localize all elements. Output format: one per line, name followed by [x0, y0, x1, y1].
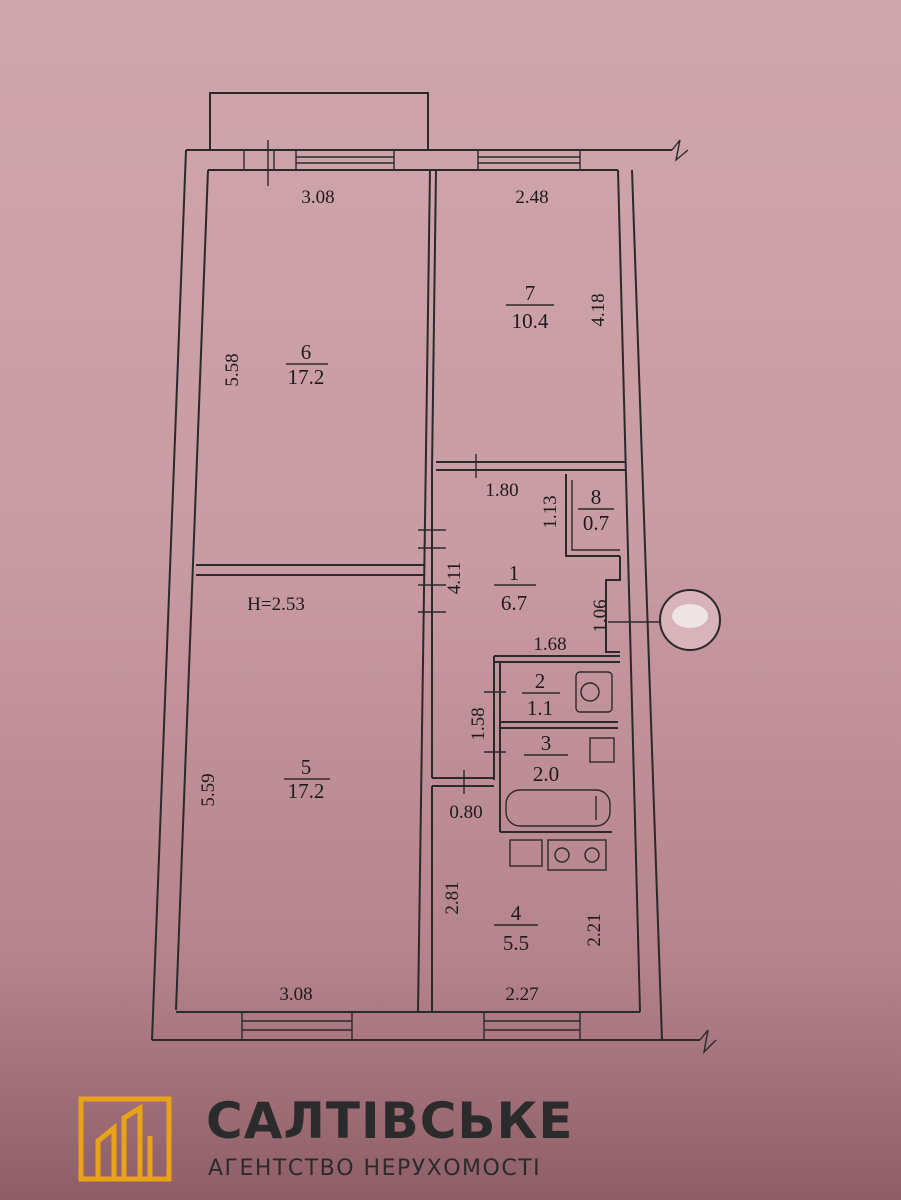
bathtub-icon	[505, 789, 611, 827]
building-logo-icon	[78, 1096, 172, 1182]
agency-branding: САЛТІВСЬКЕ АГЕНТСТВО НЕРУХОМОСТІ	[78, 1092, 698, 1187]
svg-text:5: 5	[301, 755, 312, 779]
dim-hall-right: 1.06	[590, 599, 611, 632]
svg-text:3: 3	[541, 731, 552, 755]
floor-plan: 6 17.2 7 10.4 8 0.7 1 6.7 2 1.1 3 2.0 5 …	[151, 92, 721, 1055]
svg-text:6: 6	[301, 340, 312, 364]
room-8-label: 8 0.7	[578, 485, 614, 535]
room-1-label: 1 6.7	[494, 561, 536, 615]
dim-kitchen-bottom: 2.27	[505, 984, 538, 1005]
svg-text:17.2: 17.2	[288, 779, 325, 803]
dim-r7-top: 2.48	[515, 187, 548, 208]
svg-text:6.7: 6.7	[501, 591, 527, 615]
room-2-label: 2 1.1	[522, 669, 560, 720]
kitchen-sink-icon	[509, 839, 543, 867]
agency-subtitle: АГЕНТСТВО НЕРУХОМОСТІ	[208, 1156, 542, 1181]
svg-text:1.1: 1.1	[527, 696, 553, 720]
svg-text:10.4: 10.4	[512, 309, 549, 333]
interior-walls	[196, 169, 626, 1013]
dim-r6-left: 5.58	[222, 353, 243, 386]
dim-bath-left: 1.58	[468, 707, 489, 740]
room-3-label: 3 2.0	[524, 731, 568, 786]
svg-text:2: 2	[535, 669, 546, 693]
agency-name: САЛТІВСЬКЕ	[206, 1092, 574, 1150]
room-5-label: 5 17.2	[284, 755, 330, 803]
svg-text:1: 1	[509, 561, 520, 585]
svg-text:8: 8	[591, 485, 602, 509]
dimension-labels: 3.08 5.58 2.48 4.18 1.80 1.13 4.11 1.06 …	[198, 187, 611, 1005]
stove-icon	[547, 839, 607, 871]
dim-r5-bottom: 3.08	[279, 984, 312, 1005]
svg-text:2.0: 2.0	[533, 762, 559, 786]
dim-hall-left: 4.11	[444, 562, 465, 595]
height-note: H=2.53	[247, 594, 305, 615]
dim-r5-left: 5.59	[198, 773, 219, 806]
room-6-label: 6 17.2	[286, 340, 328, 389]
dim-r8-side: 1.13	[540, 495, 561, 528]
dim-hall-bottom: 1.68	[533, 634, 566, 655]
svg-text:0.7: 0.7	[583, 511, 609, 535]
room-4-label: 4 5.5	[494, 901, 538, 955]
svg-text:7: 7	[525, 281, 536, 305]
dim-r7-right: 4.18	[588, 293, 609, 326]
windows	[241, 149, 581, 1041]
room-7-label: 7 10.4	[506, 281, 554, 333]
dim-kitchen-left: 2.81	[442, 881, 463, 914]
dim-kitchen-top: 0.80	[449, 802, 482, 823]
balcony	[209, 92, 429, 150]
door-marks	[267, 140, 664, 794]
dim-hall-top: 1.80	[485, 480, 518, 501]
dim-r6-top: 3.08	[301, 187, 334, 208]
sink-icon	[589, 737, 615, 763]
svg-text:17.2: 17.2	[288, 365, 325, 389]
dim-kitchen-right: 2.21	[584, 913, 605, 946]
toilet-icon	[575, 671, 613, 713]
svg-text:4: 4	[511, 901, 522, 925]
svg-text:5.5: 5.5	[503, 931, 529, 955]
fixtures	[505, 671, 615, 871]
